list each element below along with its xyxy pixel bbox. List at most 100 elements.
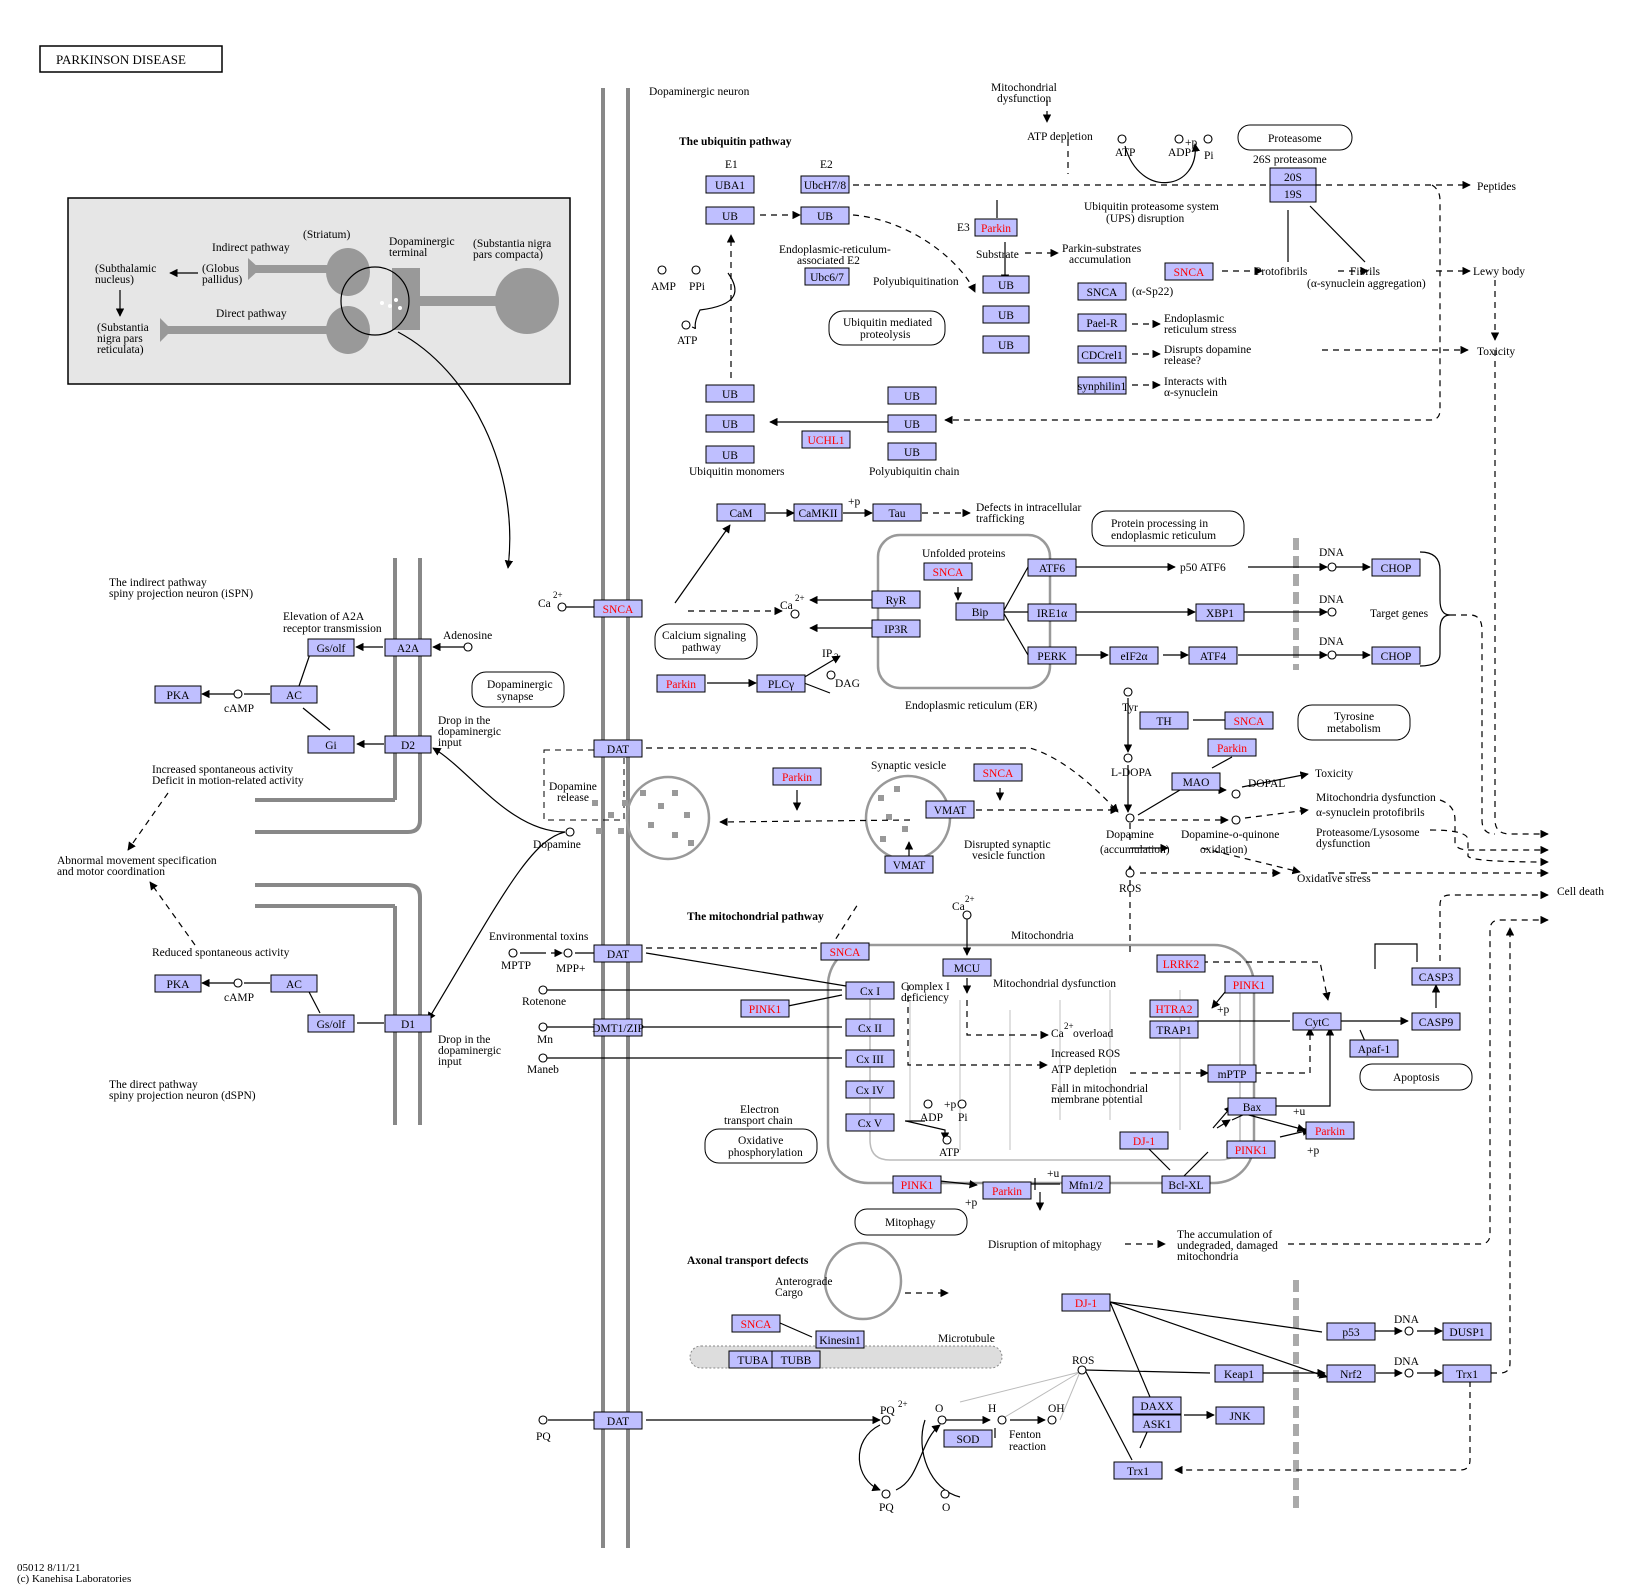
gene-box-cam[interactable]: CaM — [716, 503, 766, 522]
gene-box-cx-ii[interactable]: Cx II — [845, 1018, 895, 1037]
gene-box-bcl-xl[interactable]: Bcl-XL — [1161, 1175, 1211, 1194]
gene-box-plc-[interactable]: PLCγ — [756, 674, 806, 693]
gene-box-dat[interactable]: DAT — [593, 1411, 643, 1430]
gene-box-snca[interactable]: SNCA — [973, 763, 1023, 782]
gene-box-casp3[interactable]: CASP3 — [1411, 967, 1461, 986]
gene-box-parkin[interactable]: Parkin — [1305, 1121, 1355, 1140]
gene-box-snca[interactable]: SNCA — [731, 1314, 781, 1333]
gene-box-cx-iii[interactable]: Cx III — [845, 1049, 895, 1068]
gene-box-ryr[interactable]: RyR — [871, 590, 921, 609]
gene-box-parkin[interactable]: Parkin — [982, 1181, 1032, 1200]
gene-box-pink1[interactable]: PINK1 — [1224, 975, 1274, 994]
gene-box-gs-olf[interactable]: Gs/olf — [307, 1014, 355, 1033]
gene-box-gi[interactable]: Gi — [307, 735, 355, 754]
gene-box-tubb[interactable]: TUBB — [771, 1350, 821, 1369]
gene-box-parkin[interactable]: Parkin — [772, 767, 822, 786]
gene-box-parkin[interactable]: Parkin — [1207, 738, 1257, 757]
gene-box-dat[interactable]: DAT — [593, 944, 643, 963]
gene-box-trx1[interactable]: Trx1 — [1442, 1364, 1492, 1383]
gene-box-apaf-1[interactable]: Apaf-1 — [1349, 1039, 1399, 1058]
gene-box-synphilin1[interactable]: synphilin1 — [1077, 376, 1127, 395]
gene-box-d1[interactable]: D1 — [384, 1014, 432, 1033]
map-link-apoptosis[interactable]: Apoptosis — [1359, 1063, 1473, 1091]
gene-box-a2a[interactable]: A2A — [384, 638, 432, 657]
gene-box-snca[interactable]: SNCA — [1224, 711, 1274, 730]
gene-box-parkin[interactable]: Parkin — [656, 674, 706, 693]
gene-box-vmat[interactable]: VMAT — [884, 855, 934, 874]
gene-box-uba1[interactable]: UBA1 — [705, 175, 755, 194]
gene-box-ip3r[interactable]: IP3R — [871, 619, 921, 638]
gene-box-nrf2[interactable]: Nrf2 — [1326, 1364, 1376, 1383]
gene-box-jnk[interactable]: JNK — [1215, 1406, 1265, 1425]
gene-box-snca[interactable]: SNCA — [1077, 282, 1127, 301]
gene-box-mcu[interactable]: MCU — [942, 958, 992, 977]
gene-box-pink1[interactable]: PINK1 — [740, 999, 790, 1018]
gene-box-ub[interactable]: UB — [982, 305, 1030, 324]
gene-box-snca[interactable]: SNCA — [593, 599, 643, 618]
gene-box-cx-v[interactable]: Cx V — [845, 1113, 895, 1132]
map-link-proteasome[interactable]: Proteasome — [1237, 124, 1353, 151]
gene-box-perk[interactable]: PERK — [1027, 646, 1077, 665]
gene-box-htra2[interactable]: HTRA2 — [1149, 999, 1199, 1018]
gene-box-lrrk2[interactable]: LRRK2 — [1156, 954, 1206, 973]
gene-box-keap1[interactable]: Keap1 — [1214, 1364, 1264, 1383]
gene-box-dusp1[interactable]: DUSP1 — [1442, 1322, 1492, 1341]
gene-box-pka[interactable]: PKA — [154, 974, 202, 993]
gene-box-ub[interactable]: UB — [887, 386, 937, 405]
gene-box-pink1[interactable]: PINK1 — [1226, 1140, 1276, 1159]
gene-box-cx-iv[interactable]: Cx IV — [845, 1080, 895, 1099]
gene-box-20s[interactable]: 20S — [1269, 167, 1317, 186]
gene-box-cytc[interactable]: CytC — [1292, 1012, 1342, 1031]
gene-box-daxx[interactable]: DAXX — [1132, 1396, 1182, 1415]
gene-box-casp9[interactable]: CASP9 — [1411, 1012, 1461, 1031]
gene-box-ask1[interactable]: ASK1 — [1132, 1414, 1182, 1433]
gene-box-ub[interactable]: UB — [982, 275, 1030, 294]
gene-box-bax[interactable]: Bax — [1227, 1097, 1277, 1116]
gene-box-dj-1[interactable]: DJ-1 — [1061, 1293, 1111, 1312]
gene-box-dat[interactable]: DAT — [593, 739, 643, 758]
gene-box-atf6[interactable]: ATF6 — [1027, 558, 1077, 577]
gene-box-ire1-[interactable]: IRE1α — [1027, 603, 1077, 622]
gene-box-kinesin1[interactable]: Kinesin1 — [815, 1330, 865, 1349]
gene-box-ac[interactable]: AC — [270, 685, 318, 704]
gene-box-d2[interactable]: D2 — [384, 735, 432, 754]
gene-box-mfn1-2[interactable]: Mfn1/2 — [1061, 1175, 1111, 1194]
gene-box-th[interactable]: TH — [1139, 711, 1189, 730]
gene-box-ub[interactable]: UB — [887, 414, 937, 433]
gene-box-snca[interactable]: SNCA — [820, 942, 870, 961]
gene-box-ub[interactable]: UB — [705, 445, 755, 464]
gene-box-ub[interactable]: UB — [705, 206, 755, 225]
gene-box-mao[interactable]: MAO — [1171, 772, 1221, 791]
gene-box-ubc6-7[interactable]: Ubc6/7 — [804, 267, 850, 286]
gene-box-pka[interactable]: PKA — [154, 685, 202, 704]
gene-box-tuba[interactable]: TUBA — [728, 1350, 778, 1369]
gene-box-eif2-[interactable]: eIF2α — [1109, 646, 1159, 665]
gene-box-mptp[interactable]: mPTP — [1207, 1064, 1257, 1083]
gene-box-ub[interactable]: UB — [982, 335, 1030, 354]
gene-box-ub[interactable]: UB — [705, 414, 755, 433]
gene-box-uchl1[interactable]: UCHL1 — [801, 430, 851, 449]
gene-box-ubch7-8[interactable]: UbcH7/8 — [800, 175, 850, 194]
gene-box-chop[interactable]: CHOP — [1371, 646, 1421, 665]
map-link-mitophagy[interactable]: Mitophagy — [854, 1208, 968, 1236]
gene-box-pael-r[interactable]: Pael-R — [1077, 313, 1127, 332]
gene-box-vmat[interactable]: VMAT — [925, 800, 975, 819]
gene-box-snca[interactable]: SNCA — [1164, 262, 1214, 281]
gene-box-trx1[interactable]: Trx1 — [1113, 1461, 1163, 1480]
gene-box-pink1[interactable]: PINK1 — [892, 1175, 942, 1194]
gene-box-chop[interactable]: CHOP — [1371, 558, 1421, 577]
gene-box-trap1[interactable]: TRAP1 — [1149, 1020, 1199, 1039]
gene-box-camkii[interactable]: CaMKII — [793, 503, 843, 522]
gene-box-ub[interactable]: UB — [887, 442, 937, 461]
gene-box-cx-i[interactable]: Cx I — [845, 981, 895, 1000]
gene-box-p53[interactable]: p53 — [1326, 1322, 1376, 1341]
gene-box-cdcrel1[interactable]: CDCrel1 — [1077, 345, 1127, 364]
gene-box-gs-olf[interactable]: Gs/olf — [307, 638, 355, 657]
gene-box-sod[interactable]: SOD — [943, 1429, 993, 1448]
